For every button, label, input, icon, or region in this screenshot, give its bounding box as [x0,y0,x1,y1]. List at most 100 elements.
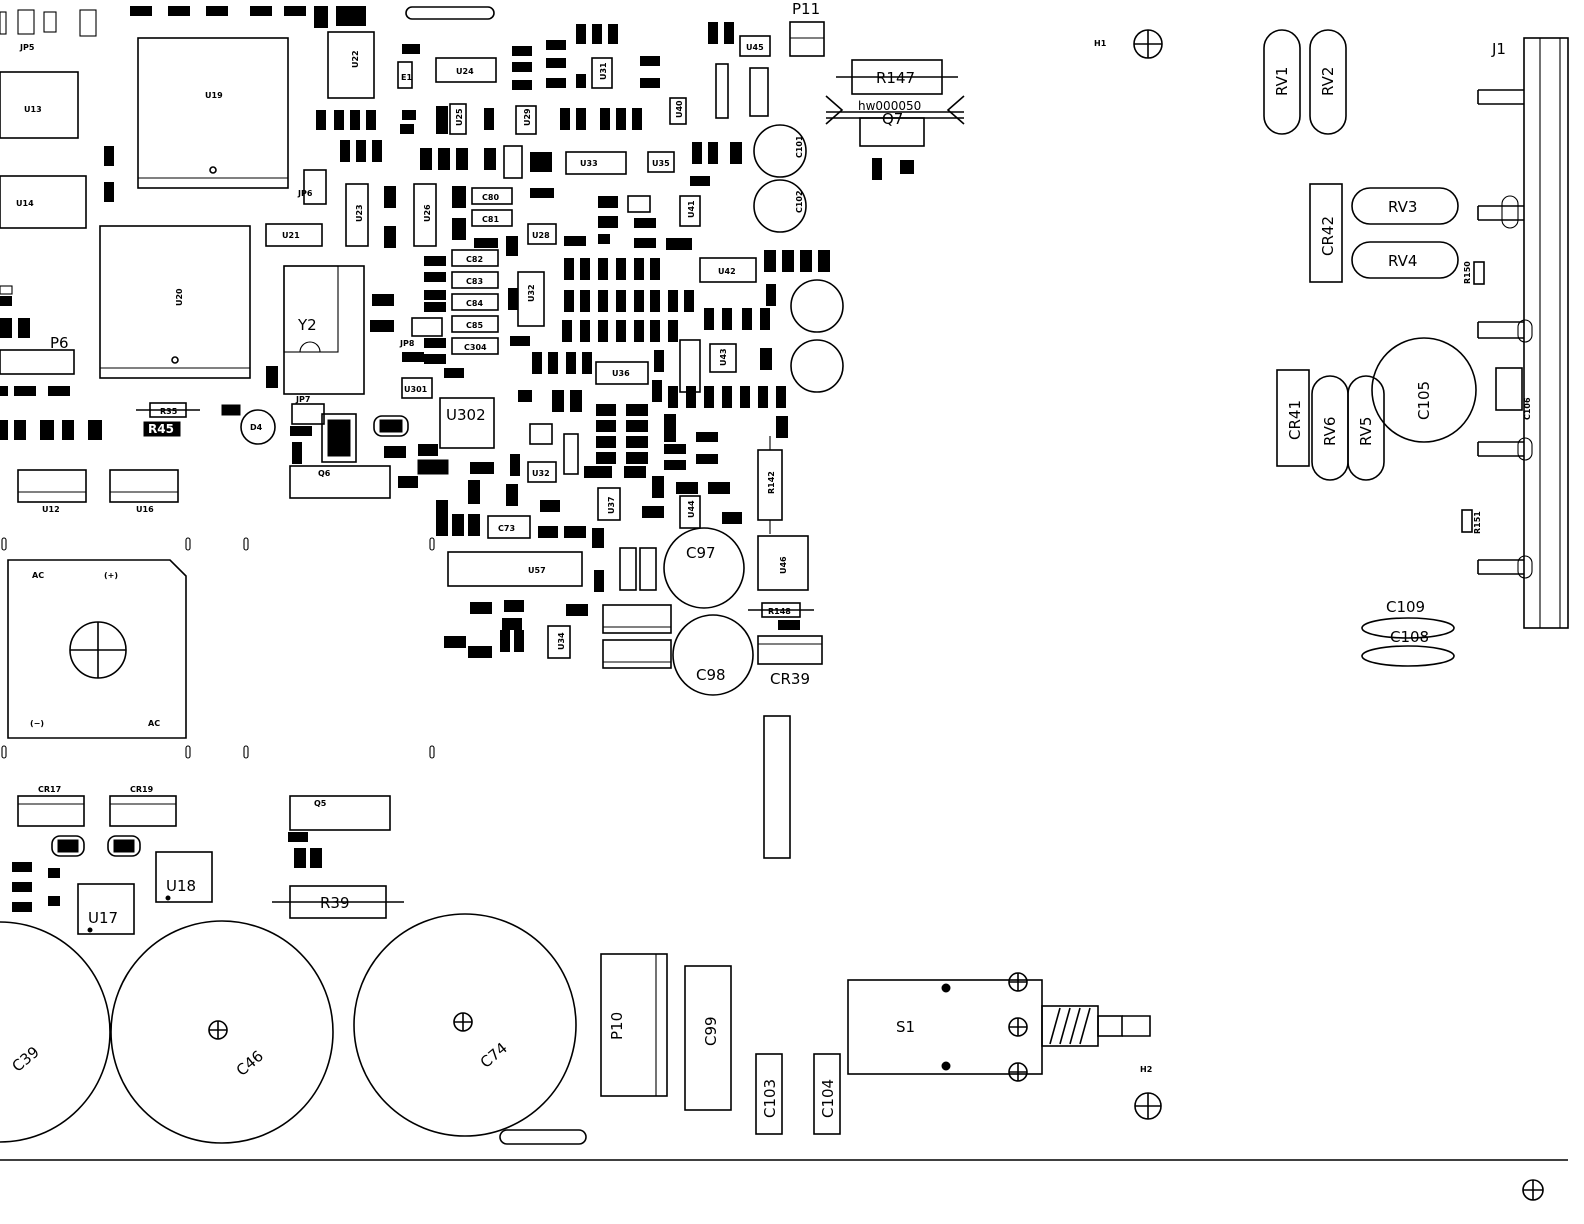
u35-label: U35 [652,159,670,168]
oval-slot-top [405,6,495,20]
u16-label: U16 [136,505,154,514]
u22-ic: U22 [327,31,375,99]
c77-capacitor [529,423,553,445]
u46-label: U46 [779,556,788,574]
c46-label: C46 [233,1047,267,1080]
r45-label: R45 [148,422,174,436]
cr39-diode: CR39 [757,635,823,688]
cr19-label: CR19 [130,785,154,794]
c97-label: C97 [686,544,716,562]
u20-label: U20 [175,288,184,306]
u20-heatsink: U20 [99,225,251,379]
u19-label: U19 [205,91,223,100]
c74-label: C74 [477,1039,511,1072]
ac-label-top: AC [32,571,44,580]
cr39-label: CR39 [770,670,810,688]
u36-label: U36 [612,369,630,378]
p6-label: P6 [50,334,69,352]
c101-label: C101 [795,135,804,158]
c80-label: C80 [482,193,499,202]
s1-mount-holes [1008,972,1028,1082]
bridge-rectifier: AC (+) (−) AC [7,559,187,739]
q5-transistor: Q5 [289,795,391,831]
cr1-diode [373,415,409,437]
q5-label: Q5 [314,799,327,808]
s1-actuator [1041,1005,1151,1047]
c73-capacitor [487,515,531,539]
u42-label: U42 [718,267,736,276]
c85-label: C85 [466,321,483,330]
u28-label: U28 [532,231,550,240]
p10-label: P10 [608,1012,626,1040]
r151-label: R151 [1473,511,1482,534]
u18-label: U18 [166,877,196,895]
jp6-label: JP6 [297,189,313,198]
left-column-smd [0,146,114,440]
r148-label: R148 [768,607,791,616]
r147-label: R147 [876,69,915,87]
d4-label: D4 [250,423,263,432]
rv6-label: RV6 [1321,417,1339,446]
u14-label: U14 [16,199,34,208]
c102-label: C102 [795,190,804,213]
plus-label: (+) [104,571,118,580]
c105-label: C105 [1415,381,1433,420]
u57-label: U57 [528,566,546,575]
c104-capacitor: C104 [813,1053,841,1135]
cr56-diode [563,433,579,475]
top-left-small-parts: JP5 [0,9,97,52]
rv6-pot: RV6 [1311,375,1349,481]
p11-connector: P11 [789,0,825,57]
c39-label: C39 [8,1043,42,1076]
u301-label: U301 [404,385,428,394]
u24-label: U24 [456,67,474,76]
r151-resistor: R151 [1461,509,1482,534]
c74-capacitor: C74 [353,913,577,1137]
c304-label: C304 [464,343,487,352]
h2-label: H2 [1140,1065,1152,1074]
s1-switch: S1 [847,972,1151,1082]
r35-label: R35 [160,407,178,416]
cr42-diode: CR42 [1309,183,1343,283]
round-cap-upper [790,279,844,333]
y2-label: Y2 [297,316,317,334]
r35-resistor: R35 [136,402,200,418]
e1-label: E1 [401,73,412,82]
r45-resistor: R45 [143,421,181,437]
h2-mount-hole: H2 [1134,1065,1162,1120]
jp8-label: JP8 [399,339,415,348]
u43-label: U43 [719,348,728,366]
c82-label: C82 [466,255,483,264]
c305-capacitor [321,413,357,463]
u40-label: U40 [675,100,684,118]
c73-label: C73 [498,524,515,533]
q7-smd [872,158,914,180]
j1-label: J1 [1491,40,1506,58]
c97-capacitor: C97 [663,527,745,609]
rv2-pot: RV2 [1309,29,1347,135]
tall-caps-center [503,63,769,591]
u18-regulator: U18 [155,851,213,903]
round-cap-lower [790,339,844,393]
c102-capacitor: C102 [753,179,807,233]
rv4-pot: RV4 [1351,241,1459,279]
u26-label: U26 [423,204,432,222]
q5-smd [288,832,322,868]
u19-heatsink: U19 [137,37,289,189]
smd-near-d4 [221,404,241,416]
hole-label: hw000050 [858,99,921,113]
corner-fiducial [1522,1179,1544,1201]
u21-label: U21 [282,231,300,240]
c46-capacitor: C46 [110,920,334,1144]
c80-c85-capacitors: C80 C81 C82 C83 C84 C85 C304 [451,187,513,355]
c99-label: C99 [702,1016,720,1046]
c103-capacitor: C103 [755,1053,783,1135]
d4-led: D4 [240,409,276,445]
minus-label: (−) [30,719,44,728]
u25-label: U25 [455,108,464,126]
q7-transistor: hw000050 Q7 [825,95,965,147]
c106-label: C106 [1523,397,1532,420]
u13-ic: U13 [0,71,79,139]
r142-label: R142 [767,471,776,494]
c98-capacitor: C98 [672,614,754,696]
